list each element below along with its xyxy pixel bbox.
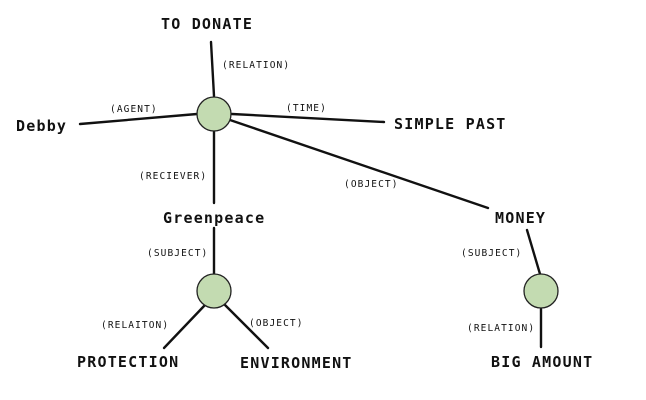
concept-big-amount: BIG AMOUNT [491, 353, 593, 371]
relation-label-top: (RELATION) [222, 60, 290, 71]
relation-label-time: (TIME) [286, 103, 327, 114]
node-donate [196, 96, 232, 132]
relation-label-object-money: (OBJECT) [344, 179, 399, 190]
concept-simple-past: SIMPLE PAST [394, 115, 507, 133]
edge-time-simple-past [230, 112, 386, 124]
edge-relaiton-protection [162, 303, 207, 350]
edge-agent-debby [78, 112, 199, 126]
edge-subject-money [525, 228, 542, 276]
edge-donate-relation [209, 40, 216, 98]
node-money [523, 273, 559, 309]
concept-money: MONEY [495, 209, 546, 227]
edge-object-environment [223, 303, 270, 350]
relation-label-object-environment: (OBJECT) [249, 318, 304, 329]
node-greenpeace [196, 273, 232, 309]
edge-object-money [228, 118, 490, 210]
relation-label-relaiton: (RELAITON) [101, 320, 169, 331]
concept-debby: Debby [16, 117, 67, 135]
relation-label-reciever: (RECIEVER) [139, 171, 207, 182]
relation-label-relation-money: (RELATION) [467, 323, 535, 334]
concept-protection: PROTECTION [77, 353, 179, 371]
concept-to-donate: TO DONATE [161, 15, 253, 33]
concept-greenpeace: Greenpeace [163, 209, 265, 227]
relation-label-subject-greenpeace: (SUBJECT) [147, 248, 208, 259]
relation-label-agent: (AGENT) [110, 104, 158, 115]
concept-environment: ENVIRONMENT [240, 354, 353, 372]
relation-label-subject-money: (SUBJECT) [461, 248, 522, 259]
